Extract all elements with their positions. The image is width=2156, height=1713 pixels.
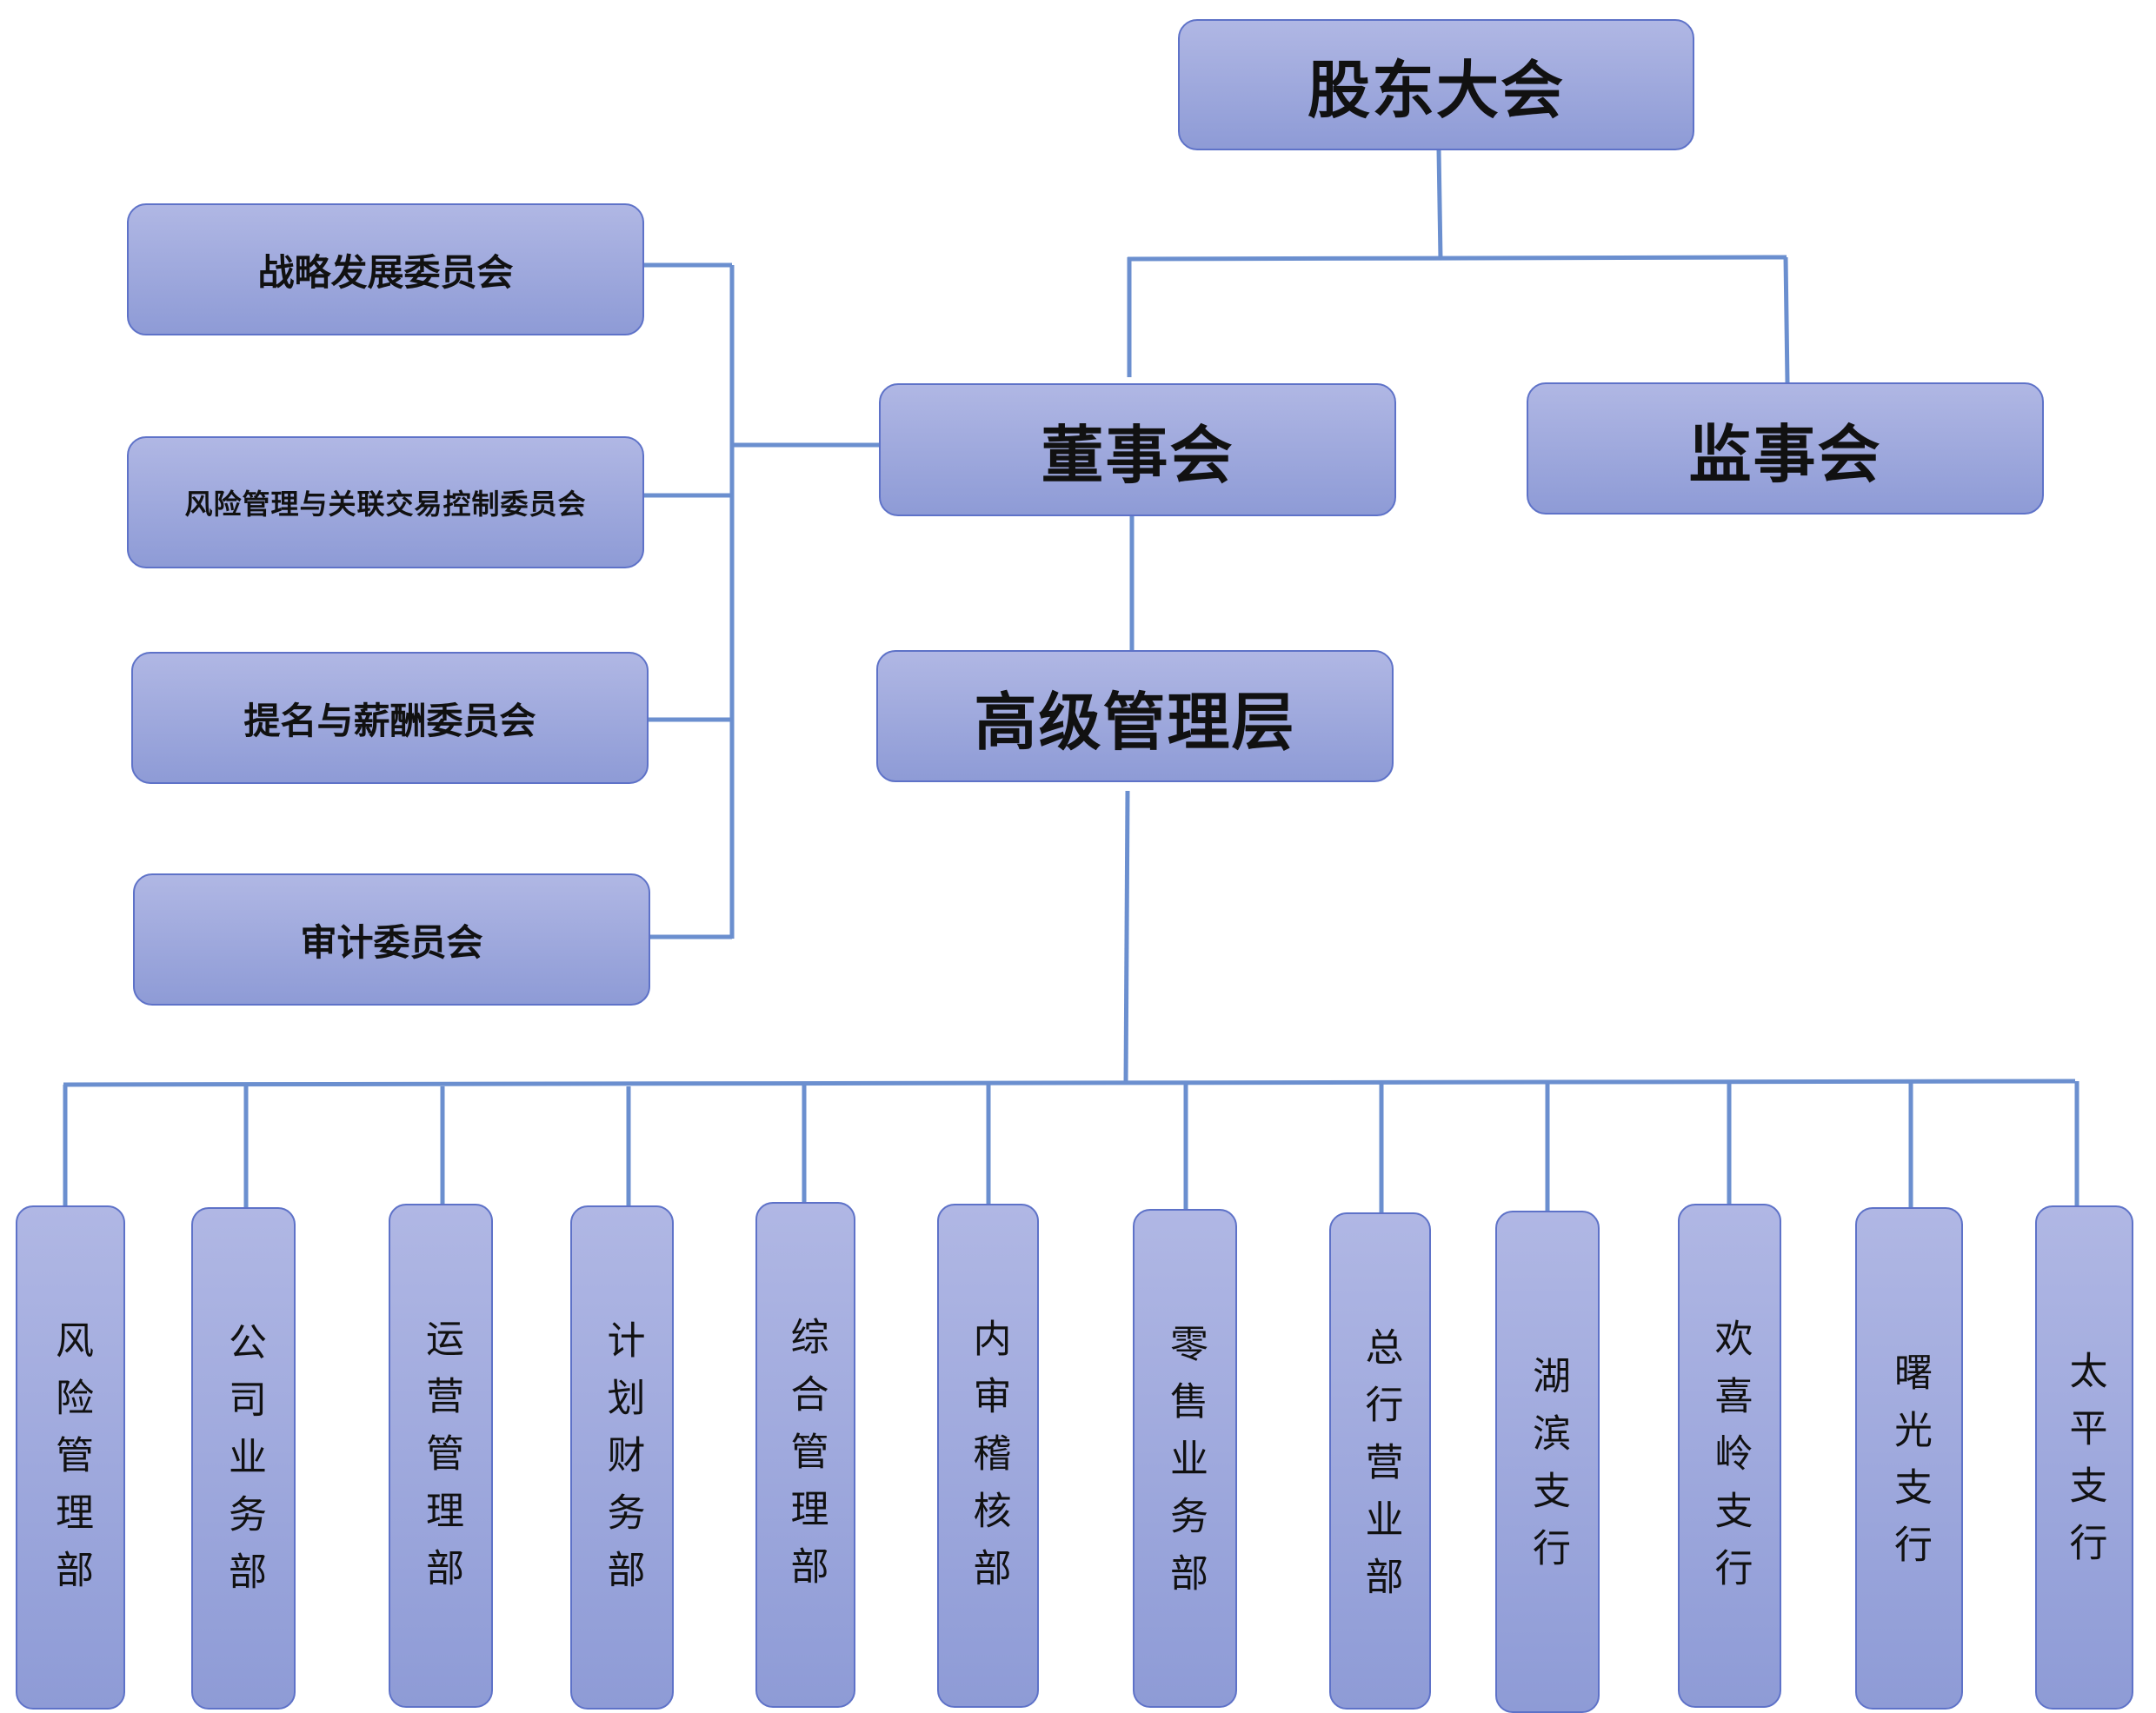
branch-taiping: 太平支行 (2035, 1205, 2133, 1710)
branch-shuguang-label: 曙光支行 (1887, 1352, 1932, 1582)
supervisory-board-label: 监事会 (1688, 417, 1882, 491)
branch-hubin: 湖滨支行 (1495, 1211, 1600, 1713)
shareholders-meeting-label: 股东大会 (1307, 54, 1565, 127)
dept-corporate-business: 公司业务部 (191, 1207, 296, 1710)
dept-operations-management: 运营管理部 (389, 1204, 493, 1708)
dept-planning-finance: 计划财务部 (570, 1205, 674, 1710)
dept-internal-audit-label: 内审稽核部 (966, 1318, 1011, 1605)
committee-strategy-label: 战略发展委员会 (257, 250, 514, 294)
dept-internal-audit: 内审稽核部 (937, 1204, 1039, 1708)
committee-risk-box: 风险管理与关联交易控制委员会 (127, 436, 644, 568)
branch-huanxiling: 欢喜岭支行 (1678, 1204, 1781, 1708)
dept-risk-management-label: 风险管理部 (49, 1320, 93, 1607)
dept-retail-business: 零售业务部 (1133, 1209, 1237, 1708)
dept-head-office-business: 总行营业部 (1329, 1212, 1431, 1710)
branch-taiping-label: 太平支行 (2062, 1351, 2107, 1580)
dept-corporate-business-label: 公司业务部 (222, 1322, 266, 1609)
supervisory-board-box: 监事会 (1527, 382, 2044, 515)
dept-retail-business-label: 零售业务部 (1163, 1324, 1208, 1610)
committee-nomination-box: 提名与薪酬委员会 (131, 652, 649, 784)
committee-risk-label: 风险管理与关联交易控制委员会 (184, 488, 587, 521)
dept-operations-management-label: 运营管理部 (419, 1318, 463, 1605)
dept-general-management: 综合管理部 (755, 1202, 855, 1708)
dept-risk-management: 风险管理部 (16, 1205, 125, 1710)
senior-management-label: 高级管理层 (974, 685, 1296, 759)
committee-nomination-label: 提名与薪酬委员会 (243, 699, 536, 742)
dept-head-office-business-label: 总行营业部 (1358, 1327, 1403, 1614)
dept-planning-finance-label: 计划财务部 (600, 1320, 645, 1607)
committee-audit-label: 审计委员会 (300, 920, 483, 964)
board-of-directors-box: 董事会 (879, 383, 1396, 516)
board-of-directors-label: 董事会 (1041, 419, 1234, 492)
committee-audit-box: 审计委员会 (133, 873, 650, 1006)
branch-huanxiling-label: 欢喜岭支行 (1707, 1318, 1753, 1605)
branch-hubin-label: 湖滨支行 (1526, 1356, 1570, 1585)
committee-strategy-box: 战略发展委员会 (127, 203, 644, 335)
dept-general-management-label: 综合管理部 (783, 1317, 828, 1603)
senior-management-box: 高级管理层 (876, 650, 1394, 782)
branch-shuguang: 曙光支行 (1855, 1207, 1963, 1710)
shareholders-meeting-box: 股东大会 (1178, 19, 1694, 150)
